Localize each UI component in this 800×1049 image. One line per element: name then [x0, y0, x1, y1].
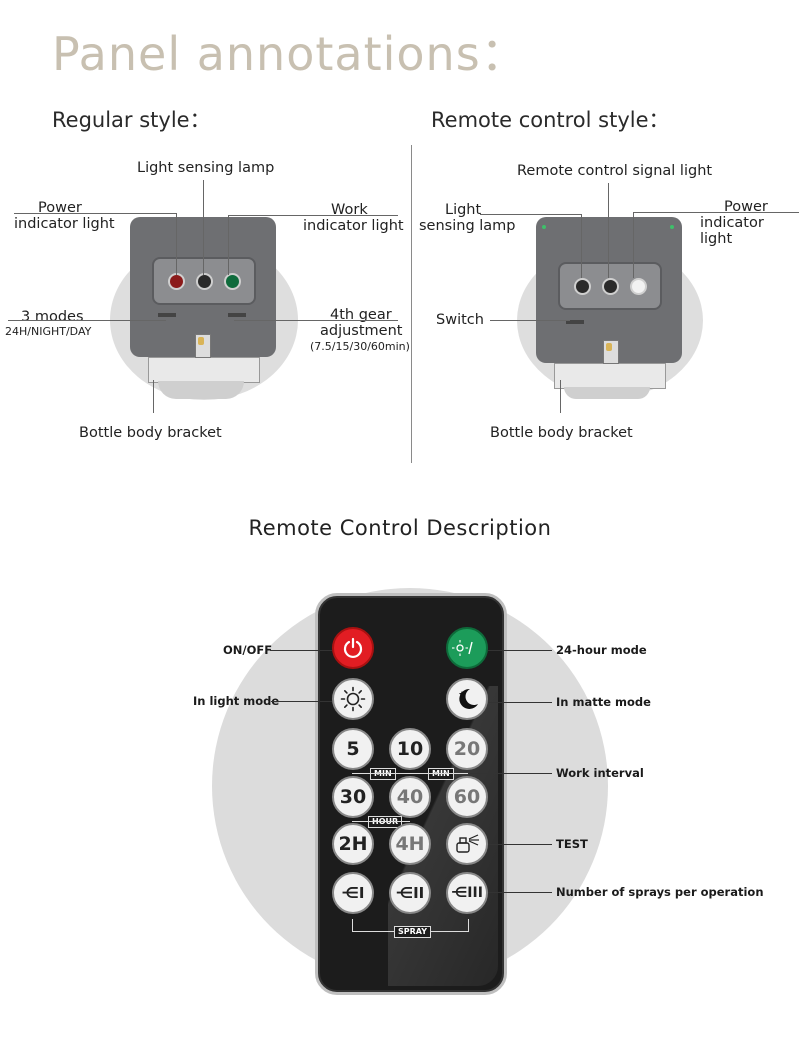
power-light-label-2: indicator light: [700, 215, 764, 247]
mode-switch: [158, 313, 176, 317]
on-off-label: ON/OFF: [223, 643, 273, 657]
interval-5-button[interactable]: 5: [332, 728, 374, 770]
moon-icon: [459, 688, 478, 709]
work-indicator-label-2: indicator light: [303, 218, 404, 234]
regular-bracket-label: Bottle body bracket: [79, 425, 222, 441]
test-button[interactable]: [446, 823, 488, 865]
min-bracket-line: [352, 773, 468, 774]
page-title: Panel annotations：: [52, 27, 528, 81]
switch-label: Switch: [436, 312, 484, 328]
signal-light-label: Remote control signal light: [517, 163, 713, 179]
light-sensing-label-2: sensing lamp: [419, 218, 516, 234]
light-mode-label: In light mode: [193, 694, 280, 708]
spray-3-button[interactable]: ⋲III: [446, 872, 488, 914]
interval-60-button[interactable]: 60: [446, 776, 488, 818]
light-sensing-lamp-label: Light sensing lamp: [137, 160, 275, 176]
power-switch: [566, 320, 584, 324]
test-label: TEST: [556, 837, 588, 851]
spray-bracket-right: [468, 919, 469, 931]
bottle-top: [564, 387, 650, 399]
sun-icon: [340, 686, 366, 712]
modes-sub-label: 24H/NIGHT/DAY: [5, 325, 92, 338]
power-indicator-label-1: Power: [38, 200, 82, 216]
sun-moon-icon: [452, 640, 478, 656]
light-sensing-label-1: Light: [445, 202, 482, 218]
interval-4h-button[interactable]: 4H: [389, 823, 431, 865]
power-light-label-1: Power: [724, 199, 768, 215]
work-indicator-dot: [224, 273, 241, 290]
spray-1-button[interactable]: ⋲I: [332, 872, 374, 914]
interval-20-button[interactable]: 20: [446, 728, 488, 770]
spray-2-button[interactable]: ⋲II: [389, 872, 431, 914]
remote-bracket-label: Bottle body bracket: [490, 425, 633, 441]
remote-style-bracket: [554, 340, 666, 389]
spray-bracket-left: [352, 919, 353, 931]
bracket-led: [198, 337, 204, 345]
interval-2h-button[interactable]: 2H: [332, 823, 374, 865]
light-mode-button[interactable]: [332, 678, 374, 720]
remote-device-body: [536, 217, 682, 363]
remote-description-heading: Remote Control Description: [248, 516, 552, 540]
work-indicator-label-1: Work: [331, 202, 368, 218]
remote-style-heading: Remote control style：: [431, 108, 670, 132]
24-hour-mode-label: 24-hour mode: [556, 643, 647, 657]
light-sensor-dot: [196, 273, 213, 290]
spray-test-icon: [456, 834, 479, 853]
spray-tag: SPRAY: [394, 926, 432, 938]
status-led-left: [542, 225, 546, 229]
signal-light-dot: [602, 278, 619, 295]
power-light-dot: [630, 278, 647, 295]
bracket-led: [606, 343, 612, 351]
regular-indicator-panel: [152, 257, 256, 305]
section-divider: [411, 145, 412, 463]
sprays-label: Number of sprays per operation: [556, 885, 764, 899]
power-indicator-label-2: indicator light: [14, 216, 115, 232]
gear-label-2: adjustment: [320, 323, 403, 339]
bottle-top: [158, 381, 244, 399]
interval-10-button[interactable]: 10: [389, 728, 431, 770]
min-tag-1: MIN: [370, 768, 396, 780]
interval-30-button[interactable]: 30: [332, 776, 374, 818]
remote-indicator-panel: [558, 262, 662, 310]
matte-mode-button[interactable]: [446, 678, 488, 720]
gear-label-3: (7.5/15/30/60min): [310, 340, 410, 353]
min-tag-2: MIN: [428, 768, 454, 780]
power-indicator-dot: [168, 273, 185, 290]
regular-style-heading: Regular style：: [52, 108, 211, 132]
on-off-button[interactable]: [332, 627, 374, 669]
gear-switch: [228, 313, 246, 317]
status-led-right: [670, 225, 674, 229]
gear-label-1: 4th gear: [330, 307, 392, 323]
power-icon: [343, 637, 363, 659]
work-interval-label: Work interval: [556, 766, 644, 780]
light-sensing-dot: [574, 278, 591, 295]
matte-mode-label: In matte mode: [556, 695, 651, 709]
hour-bracket-line: [352, 821, 410, 822]
remote-control: 5 10 20 MIN MIN 30 40 60 HOUR 2H 4H ⋲I ⋲…: [315, 593, 507, 995]
regular-bracket: [148, 334, 260, 383]
24-hour-mode-button[interactable]: [446, 627, 488, 669]
interval-40-button[interactable]: 40: [389, 776, 431, 818]
modes-label: 3 modes: [21, 309, 84, 325]
